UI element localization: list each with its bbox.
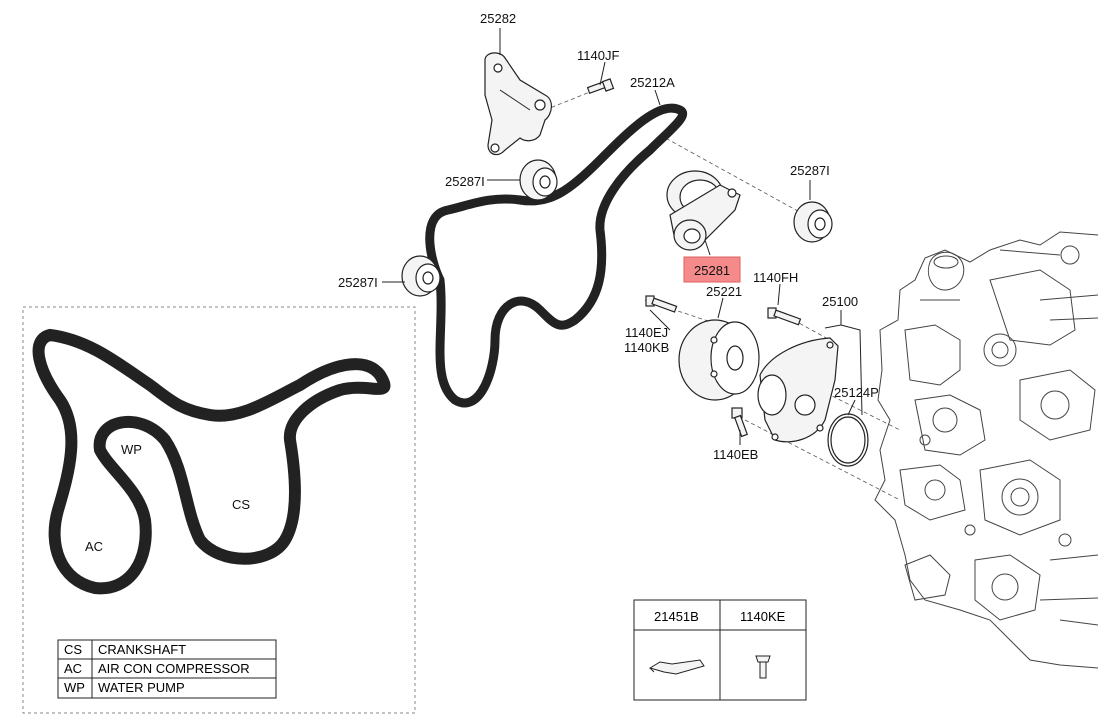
inset-label-wp: WP <box>121 442 142 457</box>
callout-25212a[interactable]: 25212A <box>630 75 675 90</box>
legend-desc: CRANKSHAFT <box>98 642 186 657</box>
idler-pulley-left[interactable] <box>401 255 441 297</box>
callout-1140kb[interactable]: 1140KB <box>624 340 669 355</box>
callout-highlight-box <box>683 256 741 283</box>
serpentine-belt[interactable] <box>425 103 688 408</box>
callout-1140eb[interactable]: 1140EB <box>713 447 758 462</box>
water-pump-pulley[interactable] <box>678 319 760 401</box>
inset-border <box>22 306 416 714</box>
legend-code: AC <box>64 661 82 676</box>
callout-25221[interactable]: 25221 <box>706 284 742 299</box>
legend-desc: AIR CON COMPRESSOR <box>98 661 250 676</box>
inset-label-ac: AC <box>85 539 103 554</box>
legend-code: CS <box>64 642 82 657</box>
bolt-1140ej[interactable] <box>645 295 678 313</box>
callout-25282[interactable]: 25282 <box>480 11 516 26</box>
bolt-1140fh[interactable] <box>767 307 802 326</box>
legend-desc: WATER PUMP <box>98 680 185 695</box>
water-pump-body[interactable] <box>757 337 839 443</box>
idler-pulley-right[interactable] <box>793 201 833 243</box>
engine-block-illustration <box>874 231 1098 669</box>
callout-1140fh[interactable]: 1140FH <box>753 270 798 285</box>
parts-table-col2-header[interactable]: 1140KE <box>740 609 786 624</box>
callout-25281-highlighted[interactable]: 25281 <box>683 256 741 283</box>
parts-reference-table: 21451B 1140KE <box>633 599 807 701</box>
callout-25281[interactable]: 25281 <box>694 263 730 278</box>
leader-lines <box>382 28 863 445</box>
bracket-part[interactable] <box>484 52 552 156</box>
callout-25287i-top[interactable]: 25287I <box>445 174 485 189</box>
idler-pulley-top[interactable] <box>519 159 558 201</box>
callout-25287i-right[interactable]: 25287I <box>790 163 830 178</box>
bolt-icon <box>755 655 771 679</box>
callout-25100[interactable]: 25100 <box>822 294 858 309</box>
bolt-1140eb[interactable] <box>731 407 749 438</box>
belt-routing-inset: WP CS AC CS CRANKSHAFT AC AIR CON COMPRE… <box>22 306 416 714</box>
bolt-1140jf[interactable] <box>586 78 615 95</box>
tensioner-assembly[interactable] <box>666 170 741 251</box>
gasket-ring[interactable] <box>827 413 869 467</box>
legend-code: WP <box>64 680 85 695</box>
callout-1140ej[interactable]: 1140EJ <box>625 325 668 340</box>
inset-label-cs: CS <box>232 497 250 512</box>
callout-25287i-left[interactable]: 25287I <box>338 275 378 290</box>
parts-table-col1-header[interactable]: 21451B <box>654 609 699 624</box>
inset-belt-path <box>32 328 391 595</box>
callout-25124p[interactable]: 25124P <box>834 385 879 400</box>
callout-1140jf[interactable]: 1140JF <box>577 48 619 63</box>
legend-table: CS CRANKSHAFT AC AIR CON COMPRESSOR WP W… <box>57 639 277 699</box>
sealant-tube-icon <box>648 659 705 675</box>
